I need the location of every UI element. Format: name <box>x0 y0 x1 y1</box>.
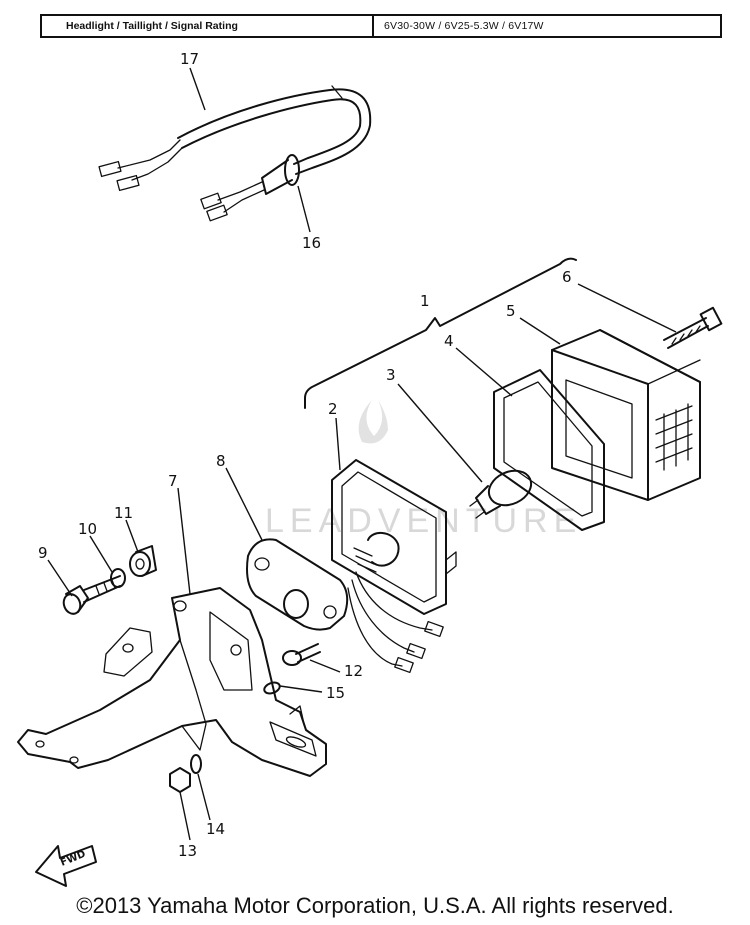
callout-16: 16 <box>302 234 321 252</box>
gasket-part-4 <box>493 369 605 531</box>
fwd-arrow-icon: FWD <box>35 845 97 887</box>
callout-14: 14 <box>206 820 225 838</box>
callout-5: 5 <box>506 302 516 320</box>
callout-10: 10 <box>78 520 97 538</box>
callout-7: 7 <box>168 472 178 490</box>
grommet-part-16 <box>200 154 300 222</box>
watermark: LEADVENTURE <box>265 400 582 540</box>
screw-part-6 <box>663 306 723 349</box>
callout-17: 17 <box>180 50 199 68</box>
collar-part-11 <box>129 545 157 577</box>
taillight-wires <box>347 571 444 674</box>
spacer-part-8 <box>246 538 349 631</box>
bracket-part-7 <box>17 587 327 777</box>
rating-label: Headlight / Taillight / Signal Rating <box>42 16 374 36</box>
callout-2: 2 <box>328 400 338 418</box>
callout-8: 8 <box>216 452 226 470</box>
leader-lines <box>47 67 677 841</box>
callout-1: 1 <box>420 292 430 310</box>
callout-11: 11 <box>114 504 133 522</box>
wire-harness-part-17 <box>98 85 372 192</box>
assembly-bracket-part-1 <box>304 257 577 409</box>
washer-part-14 <box>190 754 202 774</box>
watermark-text: LEADVENTURE <box>265 502 582 540</box>
callout-3: 3 <box>386 366 396 384</box>
callout-12: 12 <box>344 662 363 680</box>
bulb-part-3 <box>469 469 533 519</box>
washer-part-10 <box>110 568 126 588</box>
screw-part-12 <box>282 643 321 666</box>
rating-table: Headlight / Taillight / Signal Rating 6V… <box>40 14 722 38</box>
copyright-notice: ©2013 Yamaha Motor Corporation, U.S.A. A… <box>76 893 674 918</box>
callout-4: 4 <box>444 332 454 350</box>
callout-labels: 1 2 3 4 5 6 7 8 9 10 11 12 13 14 15 16 1… <box>38 50 572 860</box>
housing-part-2 <box>331 459 457 615</box>
callout-6: 6 <box>562 268 572 286</box>
rating-value: 6V30-30W / 6V25-5.3W / 6V17W <box>384 20 544 32</box>
callout-9: 9 <box>38 544 48 562</box>
nut-part-13 <box>169 767 191 793</box>
washer-part-15 <box>263 681 281 695</box>
bolt-part-9 <box>62 575 121 615</box>
callout-15: 15 <box>326 684 345 702</box>
callout-13: 13 <box>178 842 197 860</box>
lens-part-5 <box>551 329 701 501</box>
